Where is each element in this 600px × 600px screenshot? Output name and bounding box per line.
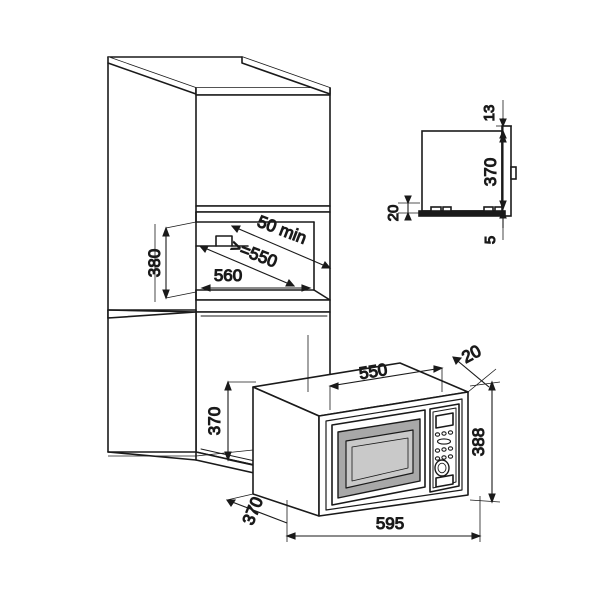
dim-20-mw-arrow-end <box>452 356 463 366</box>
dim-560-label: 560 <box>214 266 242 285</box>
side-foot-mid <box>442 206 452 212</box>
niche-stop-bracket <box>215 235 233 247</box>
dim-20-side-label: 20 <box>385 205 402 222</box>
side-base-plate <box>418 210 506 217</box>
dim-380-ext-top <box>165 221 197 229</box>
microwave-dimension-lines: 550 20 388 595 370 <box>108 335 501 542</box>
dim-595-label: 595 <box>376 514 404 533</box>
mw-keypad <box>434 430 454 461</box>
mw-control-panel-bevel <box>432 407 457 489</box>
mw-key-6 <box>447 446 454 451</box>
install-reference-line-left <box>195 449 254 457</box>
mw-key-9 <box>447 454 454 459</box>
dim-550-top-arrow-right <box>433 365 444 373</box>
dim-370-cab-label: 370 <box>205 407 224 435</box>
dim-550-top-arrow-left <box>328 382 339 390</box>
mw-key-wide <box>436 438 452 445</box>
cabinet-upper-front-panel <box>195 94 331 207</box>
mw-key-3 <box>447 430 454 435</box>
niche-floor-right <box>313 289 331 301</box>
dim-13-arrow-top <box>499 118 507 128</box>
mw-key-5 <box>441 447 447 452</box>
microwave-isometric-view <box>252 362 469 517</box>
cabinet-top-front-lip <box>195 87 331 96</box>
mw-display-window <box>435 412 454 429</box>
dim-370-cab-arrow-top <box>224 380 232 391</box>
dim-370-mw-arrow-start <box>225 499 237 507</box>
dim-560-arrow-left <box>200 284 211 292</box>
dim-380-arrow-bottom <box>162 289 170 300</box>
mw-rotary-dial-inner <box>437 462 447 474</box>
dim-380-arrow-top <box>162 226 170 237</box>
dim-13-label: 13 <box>481 105 498 122</box>
cabinet-upper-panel-underside <box>195 205 331 213</box>
side-foot-left <box>430 206 442 212</box>
dim-50min-arrow-start <box>230 225 241 233</box>
dim-370-mw-ext <box>226 493 254 501</box>
dim-595-arrow-left <box>285 532 296 540</box>
dim-380-label: 380 <box>145 249 164 277</box>
mw-key-4 <box>434 448 441 453</box>
side-foot-right-2 <box>494 206 503 212</box>
mw-key-1 <box>434 432 441 437</box>
dim-370-mw-line <box>226 499 288 524</box>
dim-20-side-arrow-bottom <box>404 211 412 221</box>
dim-550-top-label: 550 <box>358 360 389 383</box>
mw-window-glass <box>345 429 414 489</box>
side-door-handle <box>510 166 517 180</box>
dim-370-cab-ext-bottom <box>227 459 257 467</box>
cabinet-top-rear-edge <box>241 56 331 95</box>
side-view-dimension-lines: 13 370 5 20 <box>384 100 512 245</box>
dim-550-arrow-start <box>198 245 209 253</box>
dim-550-arrow-end <box>285 279 296 287</box>
side-section-view <box>418 125 517 217</box>
dim-5-label: 5 <box>482 236 499 244</box>
dim-370-mw-label: 370 <box>239 494 267 527</box>
dim-370-cab-arrow-bottom <box>224 451 232 462</box>
dim-388-ext-top <box>469 381 501 387</box>
dim-50min-arrow-end <box>321 261 332 269</box>
dim-388-ext-bottom <box>469 499 501 503</box>
dim-20-mw-line <box>452 356 490 388</box>
mw-key-8 <box>441 455 447 460</box>
dim-20-mw-ext <box>467 368 497 393</box>
dim-388-arrow-bottom <box>488 493 496 504</box>
mw-window-inner-line <box>351 437 409 482</box>
dim-5-arrow-top <box>499 209 507 219</box>
dim-370-side-arrow-bottom <box>499 200 507 211</box>
mw-key-2 <box>441 431 447 436</box>
dim-50min-line <box>231 225 331 269</box>
dim-20-side-arrow-top <box>404 195 412 205</box>
mw-front-trim-bevel <box>325 398 463 511</box>
dim-20-mw-label: 20 <box>459 341 485 367</box>
dim-370-side-label: 370 <box>481 158 500 186</box>
dim-560-arrow-right <box>301 284 312 292</box>
dim-550-line <box>199 245 295 287</box>
dim-595-arrow-right <box>471 532 482 540</box>
cabinet-lower-top-diagonal <box>107 309 197 313</box>
cabinet-mid-band <box>195 299 331 313</box>
dim-550-top-line <box>329 367 443 387</box>
side-foot-right <box>483 206 494 212</box>
mw-key-7 <box>434 456 441 461</box>
dim-388-arrow-top <box>488 380 496 391</box>
cabinet-lower-left-side <box>107 311 197 453</box>
dim-370-side-arrow-top <box>499 132 507 143</box>
mw-start-button <box>435 474 454 488</box>
dim-380-ext-bottom <box>165 291 197 299</box>
dim-388-label: 388 <box>469 428 488 456</box>
